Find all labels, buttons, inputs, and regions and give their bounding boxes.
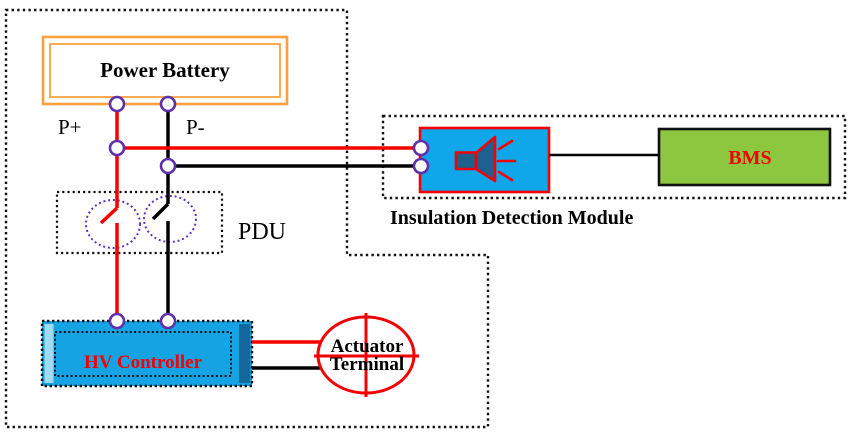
power-battery-label: Power Battery — [100, 58, 230, 82]
negative-wires — [151, 104, 421, 370]
contactor-negative-icon — [143, 195, 197, 243]
insulation-zone-dotted-boundary — [381, 114, 847, 200]
hv-controller-inner-dotted-rect — [54, 331, 232, 377]
hv-negative-terminal-node — [159, 312, 177, 330]
actuator-terminal: Actuator Terminal — [314, 313, 419, 397]
contactor-positive-icon — [85, 199, 141, 249]
power-battery-outer-rect — [41, 35, 289, 106]
connection-nodes — [108, 95, 430, 330]
pdu-dotted-rect — [55, 190, 224, 255]
hv-controller-box: HV Controller — [40, 319, 254, 388]
hv-controller-label: HV Controller — [84, 352, 203, 373]
hv-positive-terminal-node — [108, 312, 126, 330]
actuator-label-line2: Terminal — [330, 354, 404, 375]
speaker-icon — [454, 135, 517, 183]
pdu-label: PDU — [238, 219, 286, 245]
bms-box: BMS — [657, 127, 832, 187]
positive-contactor-blade — [99, 206, 119, 225]
module-negative-terminal-node — [412, 157, 430, 175]
insulation-module-label: Insulation Detection Module — [390, 207, 633, 229]
negative-contactor-blade — [151, 202, 170, 221]
power-battery-box: Power Battery — [41, 35, 289, 106]
battery-negative-node — [159, 95, 177, 113]
bms-rect — [657, 127, 832, 187]
insulation-module-box — [418, 126, 551, 194]
pdu-box: PDU — [55, 190, 286, 255]
module-positive-terminal-node — [412, 139, 430, 157]
hv-controller-bevel-left — [44, 324, 54, 383]
negative-junction-node — [159, 157, 177, 175]
battery-positive-node — [108, 95, 126, 113]
hv-controller-bevel-right — [239, 324, 250, 383]
p-plus-label: P+ — [58, 115, 82, 139]
bms-label: BMS — [728, 147, 771, 169]
positive-junction-node — [108, 139, 126, 157]
p-minus-label: P- — [186, 115, 205, 139]
actuator-label-line1: Actuator — [331, 336, 404, 357]
